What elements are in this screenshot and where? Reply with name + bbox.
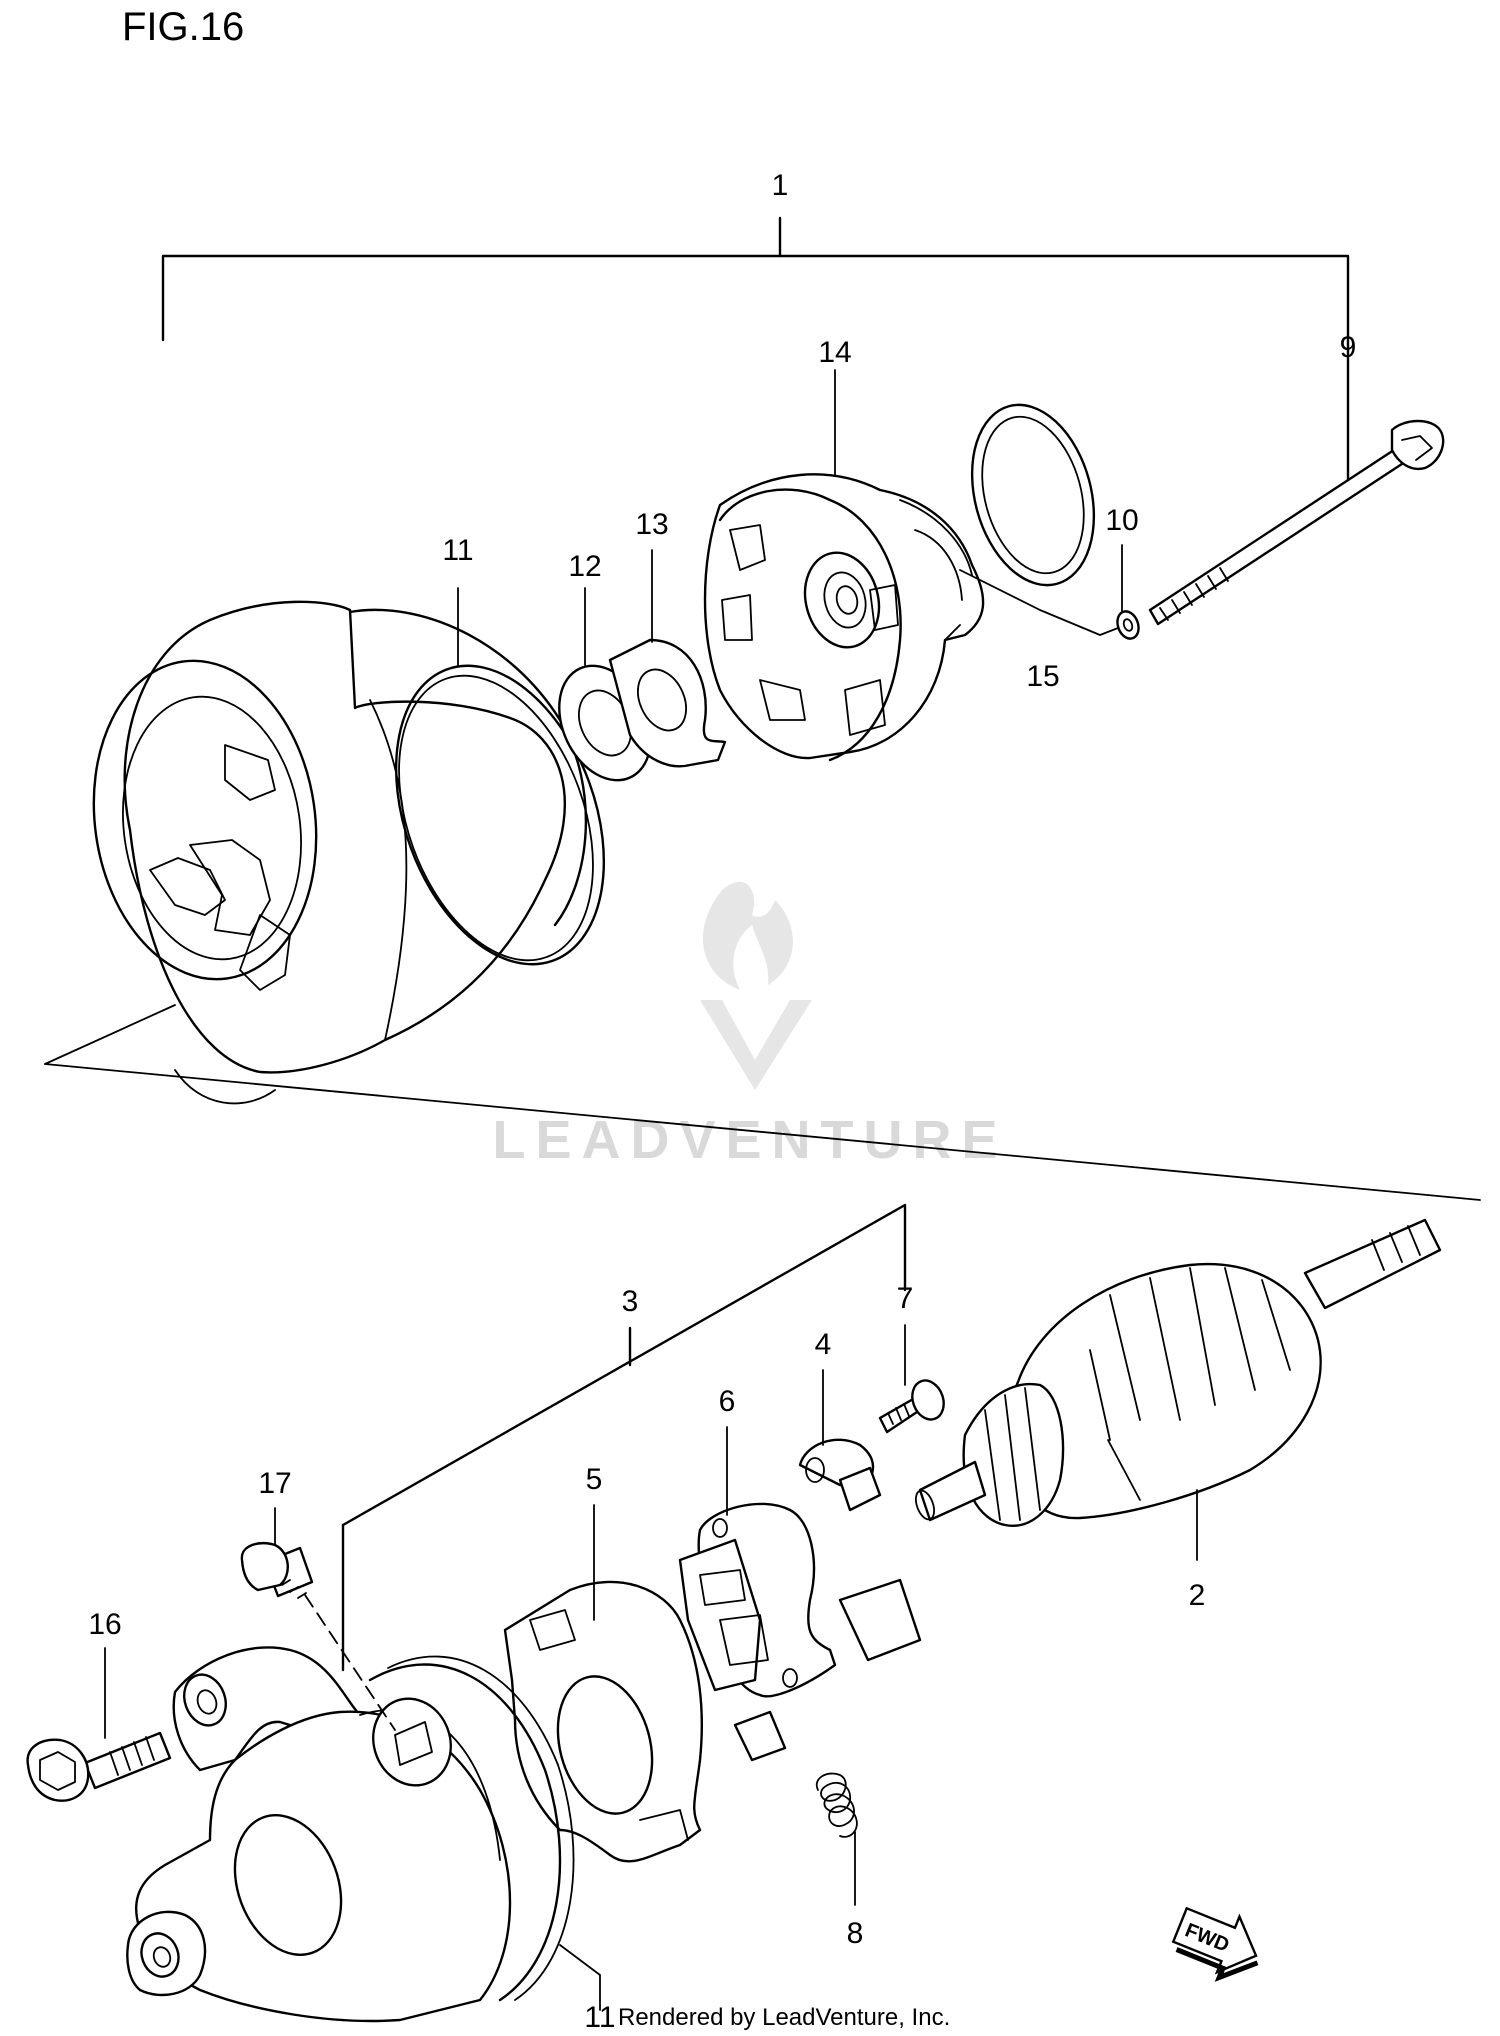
assembly-axis-line — [44, 1063, 1481, 1201]
commutator-end-housing-14 — [703, 473, 985, 762]
o-ring-11-inner — [398, 674, 594, 962]
washer-10 — [1116, 610, 1140, 640]
footer-credit: Rendered by LeadVenture, Inc. — [618, 2004, 950, 2031]
callout-10: 10 — [1105, 504, 1138, 537]
spring-8 — [815, 1772, 858, 1838]
callout-9: 9 — [1340, 331, 1357, 364]
leader-lines-upper — [457, 369, 1123, 666]
callout-16: 16 — [88, 1608, 121, 1641]
callout-5: 5 — [586, 1463, 603, 1496]
brush-holder-6 — [678, 1502, 922, 1762]
callout-3: 3 — [622, 1285, 639, 1318]
through-bolt-9 — [1148, 419, 1445, 626]
callout-2: 2 — [1189, 1579, 1206, 1612]
assembly-bracket-1 — [161, 216, 1350, 482]
washer-13 — [608, 638, 727, 768]
brush-4 — [798, 1438, 882, 1512]
callout-15: 15 — [1026, 660, 1059, 693]
assembly-bracket-3 — [341, 1203, 907, 1672]
callout-13: 13 — [635, 508, 668, 541]
callout-1: 1 — [772, 169, 789, 202]
assembly-axis-line-short — [44, 1004, 176, 1065]
callout-labels: 1 2 3 4 5 6 7 8 9 10 11 11 12 13 14 15 1… — [88, 169, 1357, 2034]
callout-6: 6 — [719, 1385, 736, 1418]
screw-17 — [240, 1541, 314, 1599]
screw-7 — [878, 1379, 945, 1434]
watermark-logo — [700, 881, 812, 1090]
armature-2 — [914, 1218, 1442, 1527]
callout-11-lower: 11 — [584, 2001, 615, 2031]
leader-lines-lower — [104, 1324, 1198, 2011]
callout-4: 4 — [815, 1328, 832, 1361]
callout-11: 11 — [442, 534, 473, 567]
screw-17-path — [304, 1594, 396, 1731]
callout-12: 12 — [568, 550, 601, 583]
callout-14: 14 — [818, 336, 851, 369]
watermark-text: LEADVENTURE — [492, 1110, 1007, 1170]
callout-7: 7 — [897, 1282, 914, 1315]
callout-17: 17 — [258, 1467, 291, 1500]
figure-title: FIG.16 — [122, 5, 244, 49]
fwd-direction-badge: FWD — [1171, 1906, 1259, 1982]
callout-8: 8 — [847, 1917, 864, 1950]
bolt-16 — [26, 1731, 172, 1802]
o-ring-11 — [394, 664, 606, 966]
drive-end-housing-11 — [126, 1646, 575, 2023]
motor-yoke-housing — [92, 600, 588, 1105]
brush-plate-5 — [503, 1580, 704, 1863]
o-ring-15 — [970, 403, 1096, 587]
washer-10-hole — [1122, 618, 1134, 632]
